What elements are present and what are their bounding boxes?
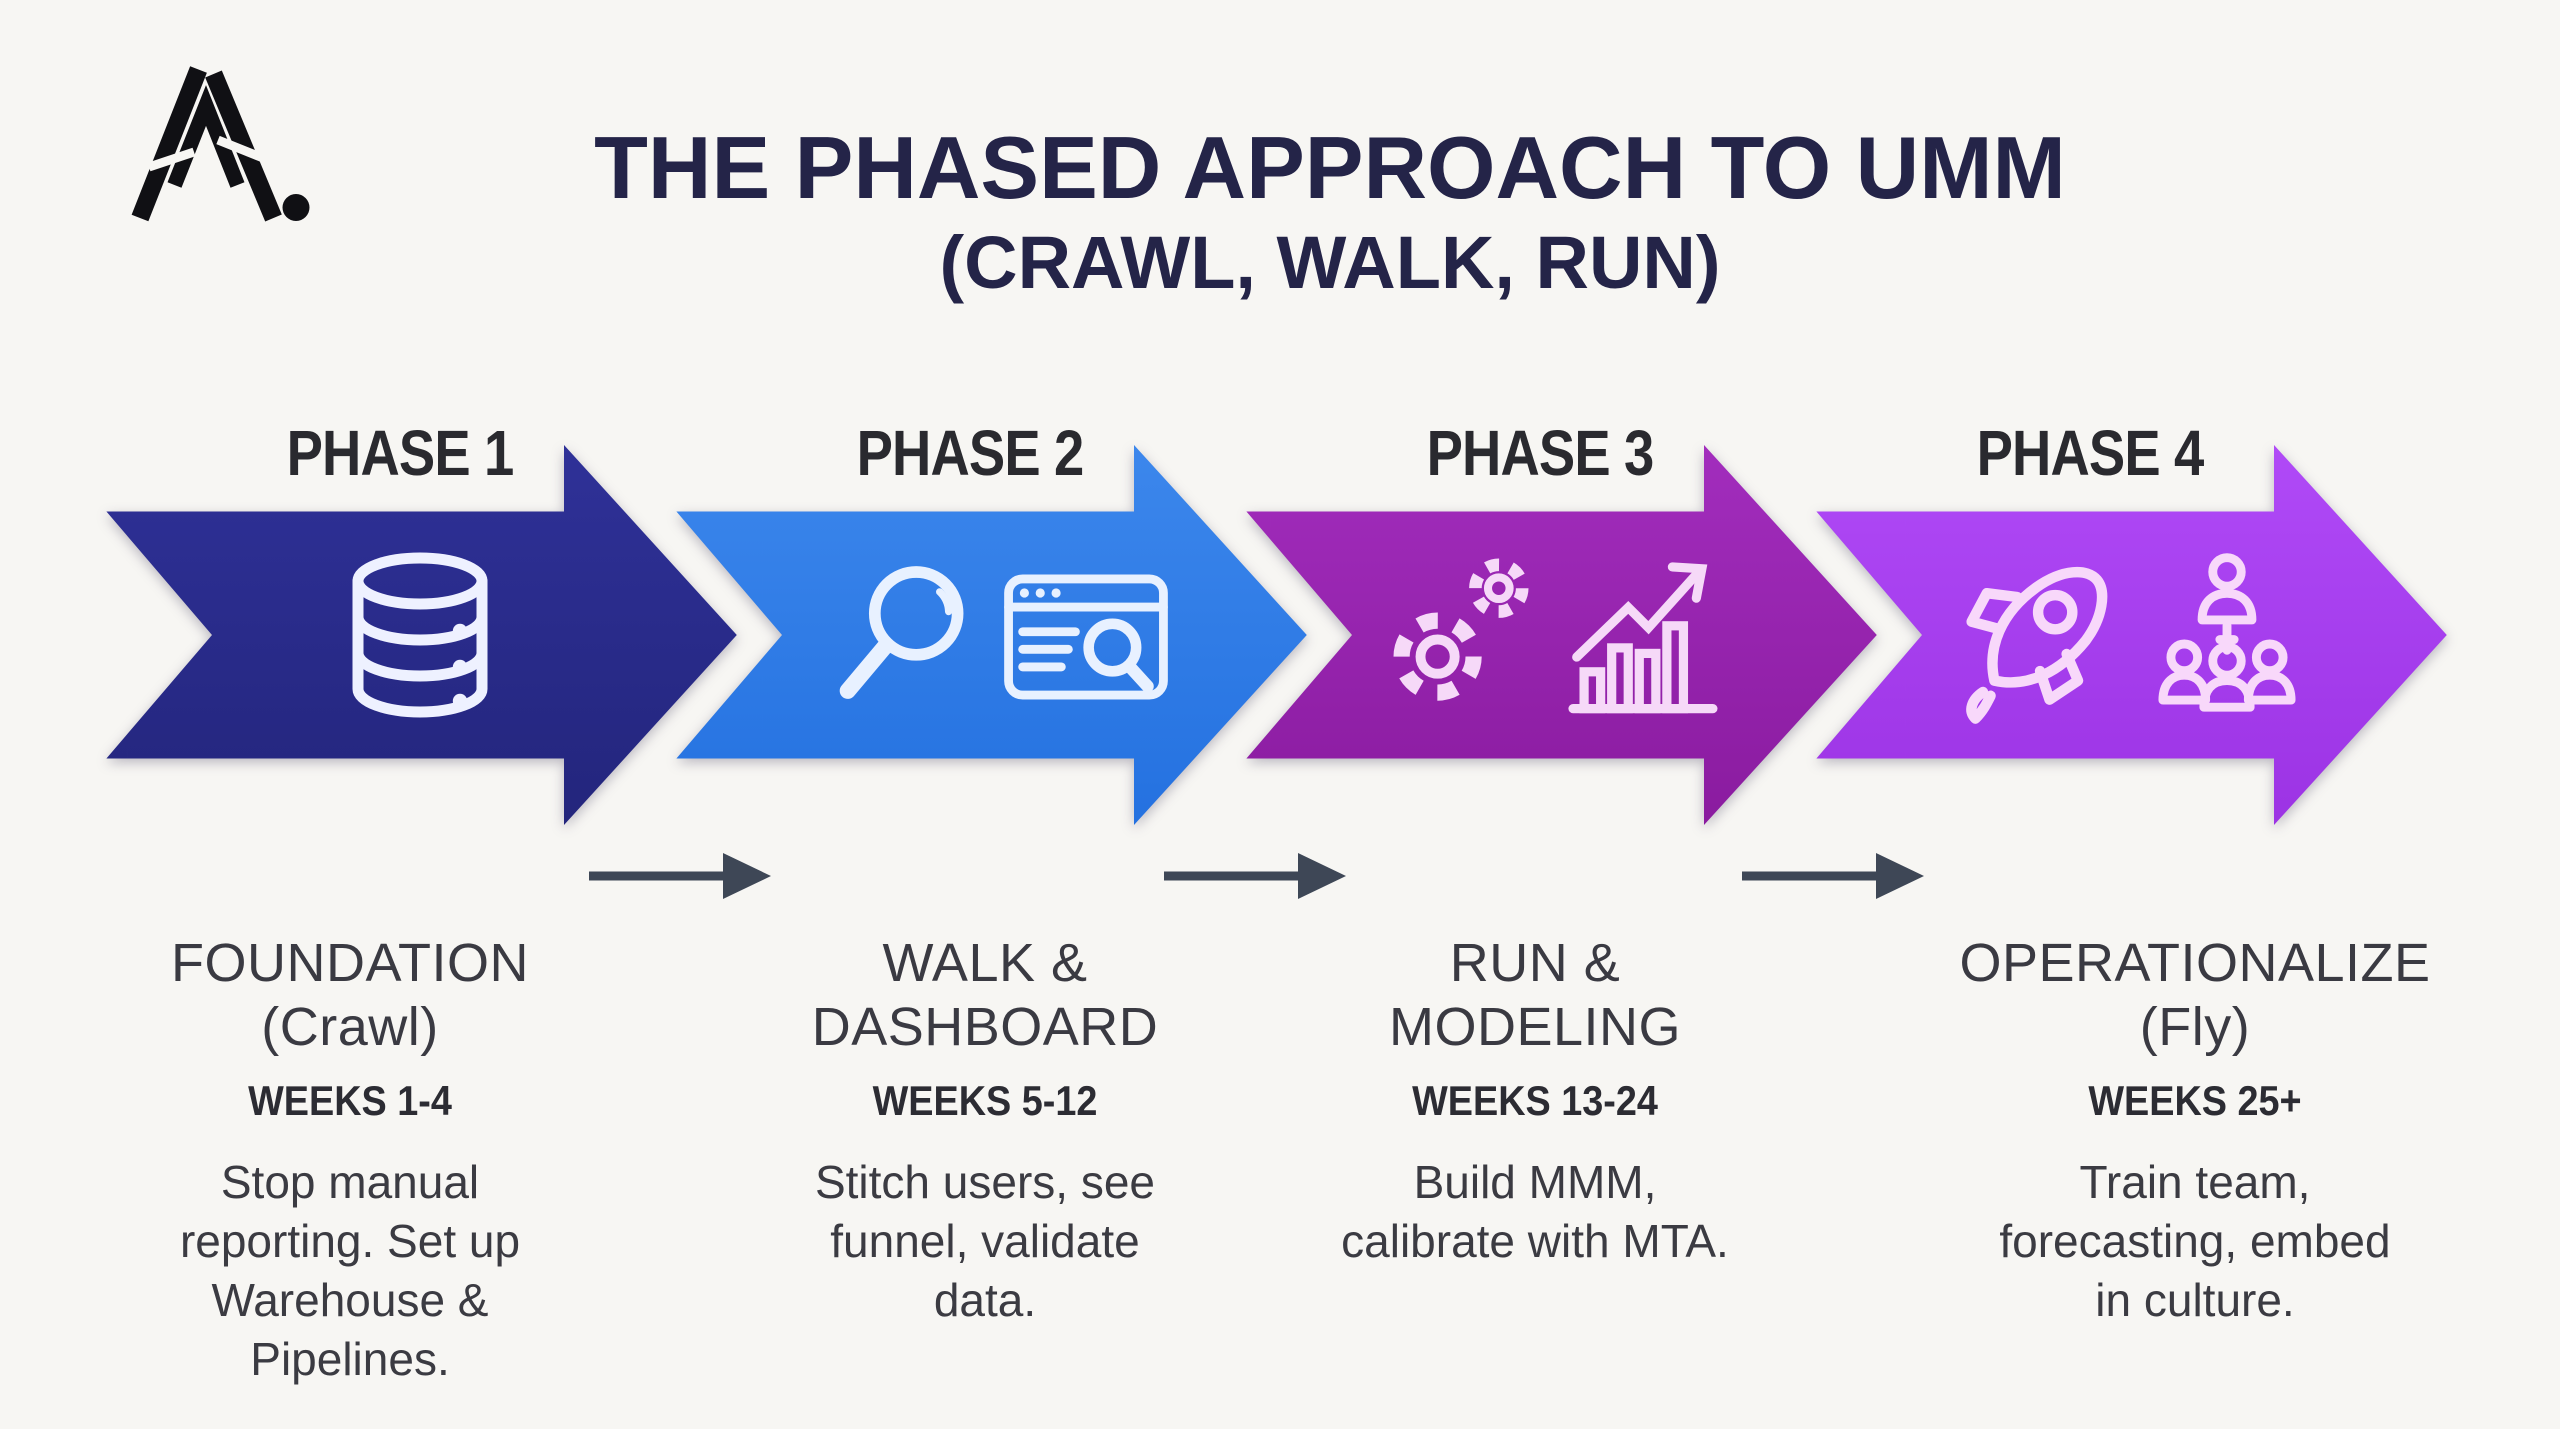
phase-3-description: Build MMM, calibrate with MTA. xyxy=(1341,1156,1729,1268)
phase-4-arrow xyxy=(1810,445,2450,825)
team-icon xyxy=(2138,547,2316,725)
phase-1-column: FOUNDATION (Crawl) WEEKS 1-4 Stop manual… xyxy=(70,932,630,1389)
phase-2-heading: WALK & DASHBOARD xyxy=(811,933,1159,1057)
connector-arrow-icon xyxy=(1160,845,1350,907)
phase-3-arrow xyxy=(1240,445,1880,825)
phase-2-label: PHASE 2 xyxy=(856,417,1085,489)
phase-1-label: PHASE 1 xyxy=(286,417,515,489)
connector-arrow-icon xyxy=(585,845,775,907)
phase-2-weeks: WEEKS 5-12 xyxy=(872,1077,1098,1125)
phase-2-arrow-shape xyxy=(676,445,1307,825)
page-title: THE PHASED APPROACH TO UMM (CRAWL, WALK,… xyxy=(150,118,2510,305)
phase-4-heading: OPERATIONALIZE (Fly) xyxy=(1959,933,2431,1057)
phase-3-heading: RUN & MODELING xyxy=(1388,933,1682,1057)
phase-4-weeks: WEEKS 25+ xyxy=(2088,1077,2302,1125)
phase-4-column: OPERATIONALIZE (Fly) WEEKS 25+ Train tea… xyxy=(1915,932,2475,1330)
phase-3-weeks: WEEKS 13-24 xyxy=(1412,1077,1658,1125)
phase-1-weeks: WEEKS 1-4 xyxy=(248,1077,452,1125)
phase-3-arrow-shape xyxy=(1246,445,1877,825)
brand-logo-icon xyxy=(128,56,323,222)
phase-2-arrow xyxy=(670,445,1310,825)
title-line1: THE PHASED APPROACH TO UMM xyxy=(594,118,2066,217)
connector-arrow-icon xyxy=(1738,845,1928,907)
phase-4-description: Train team, forecasting, embed in cultur… xyxy=(1999,1156,2391,1327)
rocket-icon xyxy=(1945,540,2135,730)
title-line2: (CRAWL, WALK, RUN) xyxy=(939,221,1721,305)
phase-3-label: PHASE 3 xyxy=(1426,417,1655,489)
database-icon xyxy=(320,535,520,735)
growth-chart-icon xyxy=(1562,543,1746,727)
magnifier-icon xyxy=(810,545,990,725)
phase-1-heading: FOUNDATION (Crawl) xyxy=(171,933,529,1057)
phase-1-description: Stop manual reporting. Set up Warehouse … xyxy=(179,1156,521,1386)
phase-3-column: RUN & MODELING WEEKS 13-24 Build MMM, ca… xyxy=(1255,932,1815,1271)
browser-search-icon xyxy=(998,549,1174,725)
phase-1-arrow xyxy=(100,445,740,825)
phase-2-description: Stitch users, see funnel, validate data. xyxy=(814,1156,1156,1327)
phase-2-column: WALK & DASHBOARD WEEKS 5-12 Stitch users… xyxy=(705,932,1265,1330)
gears-icon xyxy=(1380,545,1560,725)
phase-4-label: PHASE 4 xyxy=(1976,417,2205,489)
